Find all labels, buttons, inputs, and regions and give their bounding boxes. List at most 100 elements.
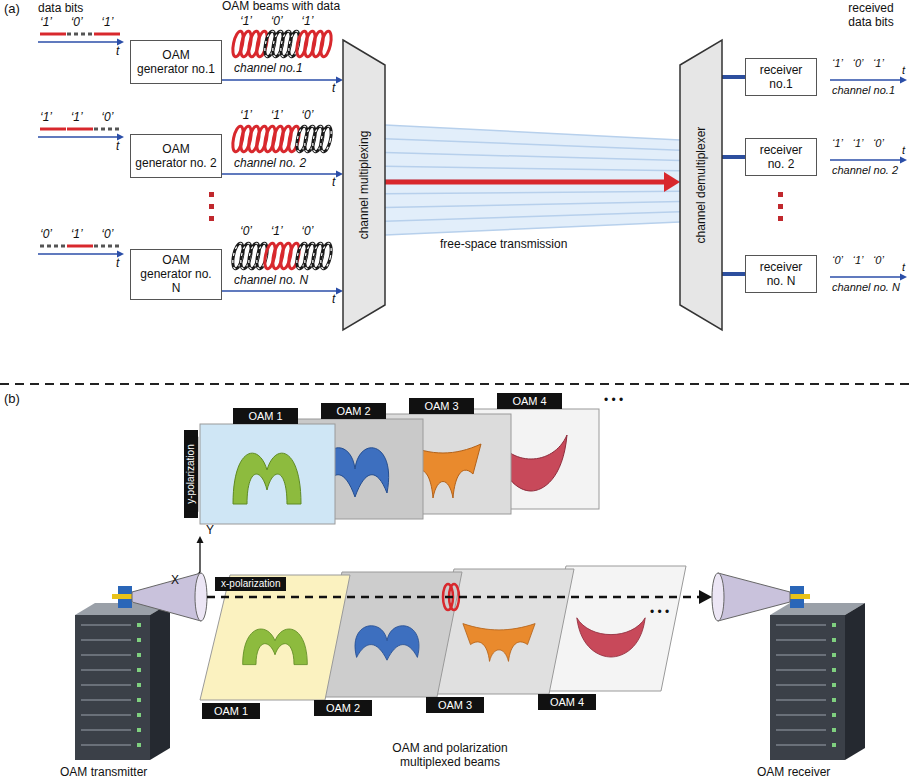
rack-slot xyxy=(81,744,131,746)
oam-helix-coil xyxy=(287,125,301,152)
rack-slot xyxy=(776,654,826,656)
rack-slot xyxy=(81,669,131,671)
oam-phase-pattern xyxy=(577,618,645,657)
oam-helix-coil xyxy=(263,242,277,269)
connector-line xyxy=(207,596,702,599)
arrow-head xyxy=(900,157,907,164)
node-label: OAM generator no. 2 xyxy=(135,142,217,170)
oam-helix-coil xyxy=(295,125,309,152)
arrow-head xyxy=(336,171,343,178)
oam-helix-coil xyxy=(247,125,261,152)
oam-helix-stripe xyxy=(255,242,269,269)
connector-line xyxy=(830,276,901,278)
oam-helix-coil xyxy=(311,30,325,57)
caption-label: OAM and polarization multiplexed beams xyxy=(380,742,520,770)
connector-line xyxy=(222,173,337,175)
text-label: X xyxy=(171,574,179,588)
rack-slot xyxy=(81,699,131,701)
connector xyxy=(722,274,745,275)
rack-led xyxy=(832,698,836,702)
oam-phase-pattern xyxy=(321,448,388,497)
horn-feed xyxy=(118,586,132,608)
axis-label: channel no.1 xyxy=(832,84,895,97)
rack-led xyxy=(832,683,836,687)
rack-slot xyxy=(81,684,131,686)
beam-stripe xyxy=(385,166,680,171)
oam-helix-stripe xyxy=(295,242,309,269)
text-label: • • • xyxy=(650,606,669,620)
polarization-plate xyxy=(376,414,511,514)
bit-string: ‘1’ ‘0’ ‘1’ xyxy=(40,16,113,30)
data-bit-segment xyxy=(67,245,93,248)
time-axis xyxy=(38,39,124,46)
rack-led xyxy=(137,668,141,672)
connector-line xyxy=(385,180,667,185)
oam-helix-coil xyxy=(319,242,333,269)
node-label: OAM transmitter xyxy=(60,765,147,779)
rack-led xyxy=(832,668,836,672)
axis-label: t xyxy=(116,140,119,154)
panel-divider xyxy=(0,383,913,385)
rack-slot xyxy=(81,654,131,656)
connector-line xyxy=(38,41,118,43)
text-label: free-space transmission xyxy=(440,238,567,252)
horn-feed-ring xyxy=(784,594,810,599)
beam-stripe xyxy=(385,180,680,181)
data-bit-segment xyxy=(94,33,120,36)
ellipsis-dot xyxy=(209,192,214,197)
connector-line xyxy=(222,290,337,292)
server-rack-top xyxy=(770,603,865,615)
node-label: OAM generator no.1 xyxy=(135,48,217,76)
polarization-plate xyxy=(200,575,350,700)
ellipsis-dot xyxy=(209,216,214,221)
axis-label: t xyxy=(902,261,905,274)
horn-feed-ring xyxy=(112,594,138,599)
time-axis xyxy=(830,77,907,84)
oam-helix-coil xyxy=(279,242,293,269)
rack-slot xyxy=(776,669,826,671)
polarization-plate xyxy=(200,424,335,524)
rack-slot xyxy=(776,639,826,641)
rack-led xyxy=(137,713,141,717)
bit-string: ‘1’ ‘1’ ‘0’ xyxy=(40,111,113,125)
data-bit-segment xyxy=(40,245,66,248)
oam-helix-coil xyxy=(287,30,301,57)
rack-slot xyxy=(81,624,131,626)
oam-helix-coil xyxy=(271,30,285,57)
connector-line xyxy=(189,572,200,585)
arrow-head xyxy=(197,536,204,543)
tab-label: OAM 4 xyxy=(538,694,596,710)
receiver-box: receiver no.1 xyxy=(745,58,817,96)
oam-phase-pattern xyxy=(233,453,301,504)
arrow-head xyxy=(185,581,192,589)
node-label: receiver no.1 xyxy=(750,63,812,91)
rack-led xyxy=(832,728,836,732)
rack-led xyxy=(832,638,836,642)
rack-led xyxy=(832,653,836,657)
oam-helix-coil xyxy=(279,30,293,57)
node-label: channel multiplexing xyxy=(357,131,371,240)
server-rack-side xyxy=(845,603,865,760)
oam-helix-stripe xyxy=(247,242,261,269)
connector-line xyxy=(722,272,745,276)
oam-ring xyxy=(449,584,459,610)
generator-box: OAM generator no. 2 xyxy=(130,134,222,178)
horn-mouth xyxy=(712,573,724,621)
rack-slot xyxy=(776,684,826,686)
polarization-plate xyxy=(424,569,574,694)
node-label: channel demultiplexer xyxy=(694,127,708,244)
node-label: receiver no. 2 xyxy=(750,143,812,171)
data-bit-segment xyxy=(40,33,66,36)
axis-label: channel no. N xyxy=(234,274,308,288)
polarization-plate xyxy=(312,572,462,697)
connector xyxy=(222,77,343,84)
data-bit-segment xyxy=(40,128,66,131)
node-label: OAM receiver xyxy=(757,765,830,779)
time-axis xyxy=(38,251,124,258)
oam-helix-stripe xyxy=(279,30,293,57)
polarization-plate xyxy=(464,409,599,509)
rack-led xyxy=(832,623,836,627)
tab-label: OAM 2 xyxy=(314,700,372,716)
tab-label: x-polarization xyxy=(215,577,286,591)
